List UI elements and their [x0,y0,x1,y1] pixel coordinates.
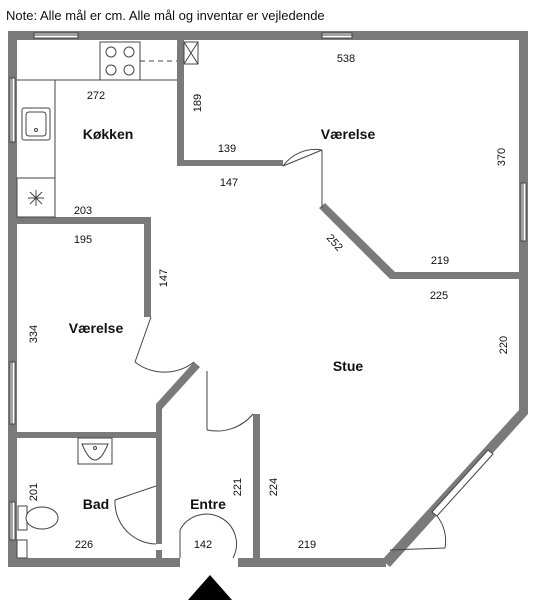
window-diagonal [431,449,494,517]
kitchen-sink-icon [21,107,51,141]
bath-sink-icon [77,437,113,465]
dim-bedroom-top-height: 370 [496,148,508,166]
room-label-kitchen: Køkken [83,126,134,142]
dim-kitchen-bottom: 203 [74,205,92,217]
dim-kitchen-width: 272 [87,90,105,102]
fridge-icon [183,41,199,65]
dim-living-height: 220 [498,336,510,354]
plan-note: Note: Alle mål er cm. Alle mål og invent… [6,8,325,23]
dim-top-width: 538 [337,53,355,65]
room-label-bedroom-left: Værelse [69,320,124,336]
kitchen-counter [16,79,177,218]
doors [114,148,447,559]
dim-bath-width: 226 [75,539,93,551]
stove-icon [99,41,141,81]
room-label-bedroom-top: Værelse [321,126,376,142]
room-label-bath: Bad [83,496,109,512]
room-label-living: Stue [333,358,364,374]
dim-bedroom-top-bottom: 219 [431,255,449,267]
dim-bedroom-top-wall: 139 [218,143,236,155]
inner-walls [17,40,519,558]
entrance-arrow-icon [188,575,232,600]
dim-entry-wall: 221 [232,478,244,496]
dim-bedroom-left-wall: 147 [158,269,170,287]
dim-diagonal-wall: 252 [324,232,345,254]
dim-living-bottom: 219 [298,539,316,551]
dim-living-wall: 224 [268,478,280,496]
dim-entry-width: 142 [194,539,212,551]
toilet-icon [17,505,59,531]
dim-bath-height: 201 [28,483,40,501]
dim-bedroom-left-top: 195 [74,234,92,246]
dim-kitchen-wall: 189 [192,94,204,112]
dim-bedroom-top-door-wall: 147 [220,177,238,189]
bath-cabinet [16,539,28,559]
dim-bedroom-left-height: 334 [28,325,40,343]
dim-living-top: 225 [430,290,448,302]
room-label-entry: Entre [190,496,226,512]
drain-icon [28,190,44,206]
